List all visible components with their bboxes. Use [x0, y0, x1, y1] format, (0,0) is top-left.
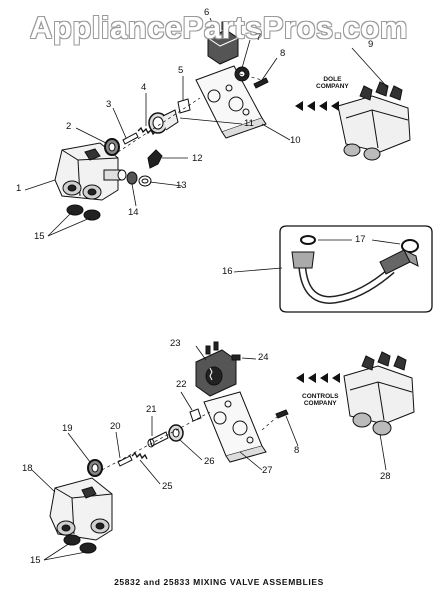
- dashed-axis-top: [117, 73, 263, 153]
- arrows-dole: [295, 101, 339, 111]
- terminal-24: [231, 354, 241, 361]
- callout-21: 21: [146, 404, 157, 415]
- callout-23: 23: [170, 338, 181, 349]
- gasket-2: [104, 138, 120, 156]
- valve-assembly-9: [337, 81, 411, 161]
- washer-13: [138, 175, 152, 187]
- callout-8-bottom: 8: [294, 445, 300, 456]
- solenoid-coil-6: [207, 21, 239, 65]
- ring-26: [168, 424, 184, 442]
- screens-15-top: [66, 204, 101, 221]
- callout-3: 3: [106, 99, 112, 110]
- callout-17: 17: [355, 234, 366, 245]
- callout-8: 8: [280, 48, 286, 59]
- leader-lines-bottom: [31, 345, 387, 561]
- screens-15-bottom: [63, 534, 97, 554]
- dole-company-label: DOLE COMPANY: [316, 76, 349, 90]
- leader-lines-inset: [233, 239, 401, 273]
- callout-5: 5: [178, 65, 184, 76]
- plunger-5: [177, 98, 191, 114]
- callout-9: 9: [368, 39, 374, 50]
- dashed-axis-bottom: [101, 411, 279, 471]
- armature-21: [147, 431, 169, 448]
- flow-washer-12: [147, 149, 163, 169]
- valve-assembly-28: [343, 351, 415, 436]
- controls-company-label: CONTROLS COMPANY: [302, 393, 338, 407]
- ring-11: [148, 109, 179, 134]
- callout-20: 20: [110, 421, 121, 432]
- callout-25: 25: [162, 481, 173, 492]
- bracket-10: [195, 65, 267, 139]
- callout-15: 15: [34, 231, 45, 242]
- callout-28: 28: [380, 471, 391, 482]
- arrows-controls: [296, 373, 340, 383]
- callout-10: 10: [290, 135, 301, 146]
- hose-inset-box: [279, 225, 433, 313]
- screw-8-top: [253, 77, 269, 89]
- spring-25: [131, 451, 148, 460]
- callout-12: 12: [192, 153, 203, 164]
- watermark: AppliancePartsPros.com: [30, 10, 408, 45]
- controls-company-line-1: CONTROLS: [302, 393, 339, 400]
- bracket-27: [203, 391, 267, 463]
- seal-14: [126, 171, 138, 185]
- callout-15-bottom: 15: [30, 555, 41, 566]
- plunger-22: [189, 408, 202, 422]
- callout-24: 24: [258, 352, 269, 363]
- leader-lines-top: [24, 17, 389, 237]
- gasket-19: [87, 459, 103, 477]
- callout-13: 13: [176, 180, 187, 191]
- callout-7: 7: [256, 32, 262, 43]
- valve-body-bottom: [49, 477, 113, 541]
- solenoid-coil-23: [195, 341, 237, 397]
- callout-18: 18: [22, 463, 33, 474]
- callout-16: 16: [222, 266, 233, 277]
- callout-2: 2: [66, 121, 72, 132]
- controls-company-line-2: COMPANY: [303, 400, 337, 407]
- pin-3: [122, 132, 139, 145]
- callout-4: 4: [141, 82, 147, 93]
- sleeve-7: [234, 66, 250, 82]
- pin-20: [117, 455, 133, 467]
- callout-6: 6: [204, 7, 210, 18]
- callout-11: 11: [244, 118, 254, 129]
- valve-body-top: [54, 142, 127, 201]
- callout-22: 22: [176, 379, 187, 390]
- callout-27: 27: [262, 465, 273, 476]
- diagram-caption: 25832 and 25833 MIXING VALVE ASSEMBLIES: [114, 577, 324, 587]
- callout-14: 14: [128, 207, 139, 218]
- dole-company-line-1: DOLE: [323, 76, 342, 83]
- callout-26: 26: [204, 456, 215, 467]
- callout-19: 19: [62, 423, 73, 434]
- spring-4: [137, 126, 157, 136]
- dole-company-line-2: COMPANY: [316, 83, 349, 90]
- callout-1: 1: [16, 183, 22, 194]
